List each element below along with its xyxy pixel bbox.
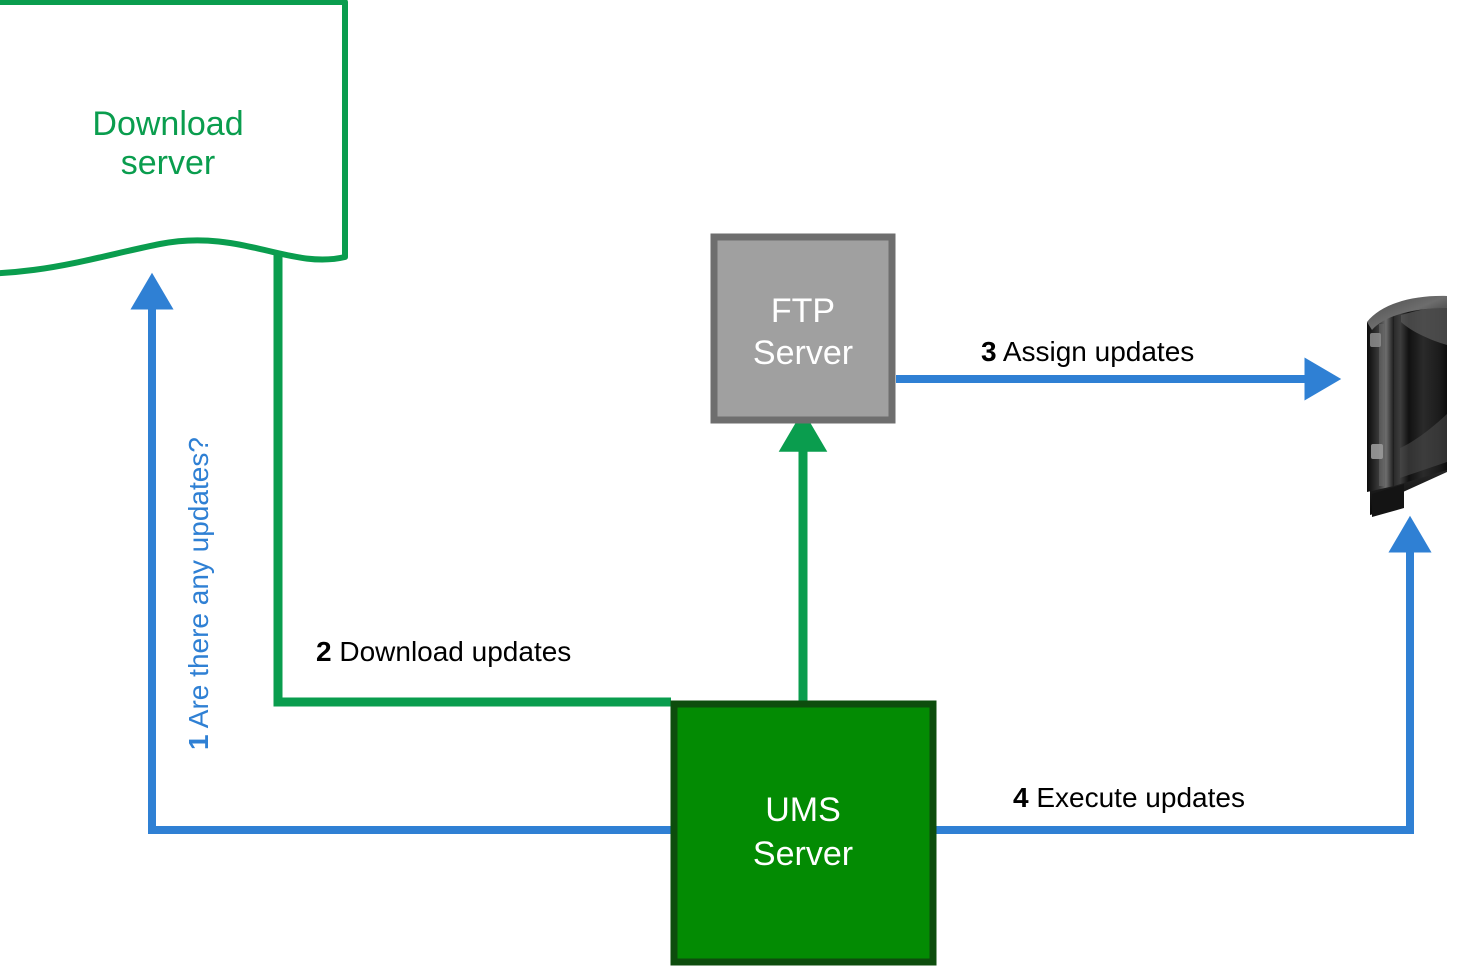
download-server-label-line1: Download: [92, 105, 243, 143]
flow-2-step-text: Download updates: [339, 636, 571, 667]
flow-1-path-are-there-any-updates: [130, 272, 671, 834]
flow-1-label: 1 Are there any updates?: [183, 437, 214, 750]
flow-4-label: 4 Execute updates: [1013, 782, 1245, 813]
flow-2-label: 2 Download updates: [316, 636, 571, 667]
flow-3-label: 3 Assign updates: [981, 336, 1194, 367]
flow-4-path-execute-updates: [936, 515, 1432, 834]
flow-4-step-text: Execute updates: [1036, 782, 1245, 813]
download-server-label-line2: server: [121, 144, 215, 182]
flow-4-step-number: 4: [1013, 782, 1029, 813]
node-ftp-server[interactable]: FTP Server: [710, 233, 896, 424]
device-indicator-bottom: [1371, 444, 1383, 459]
ftp-server-label-line2: Server: [753, 334, 853, 372]
svg-text:2 Download updates: 2 Download updates: [316, 636, 571, 667]
svg-text:4 Execute updates: 4 Execute updates: [1013, 782, 1245, 813]
svg-text:3 Assign updates: 3 Assign updates: [981, 336, 1194, 367]
flow-2-step-number: 2: [316, 636, 332, 667]
flow-1-step-text: Are there any updates?: [183, 437, 214, 728]
thin-client-icon[interactable]: [1367, 295, 1447, 517]
ftp-server-box[interactable]: [710, 233, 896, 424]
svg-text:1 Are there any updates?: 1 Are there any updates?: [183, 437, 214, 750]
node-ums-server[interactable]: UMS Server: [670, 700, 937, 966]
device-indicator-top: [1370, 333, 1381, 347]
ums-server-label-line2: Server: [753, 835, 853, 873]
flow-3-step-text: Assign updates: [1003, 336, 1194, 367]
flow-3-step-number: 3: [981, 336, 997, 367]
ums-server-label-line1: UMS: [765, 791, 841, 829]
ftp-server-label-line1: FTP: [771, 292, 835, 330]
flow-2-path-download-updates: [273, 255, 671, 707]
flow-1-step-number: 1: [183, 734, 214, 750]
node-download-server[interactable]: Download server: [0, 0, 348, 277]
ums-server-box[interactable]: [670, 700, 937, 966]
